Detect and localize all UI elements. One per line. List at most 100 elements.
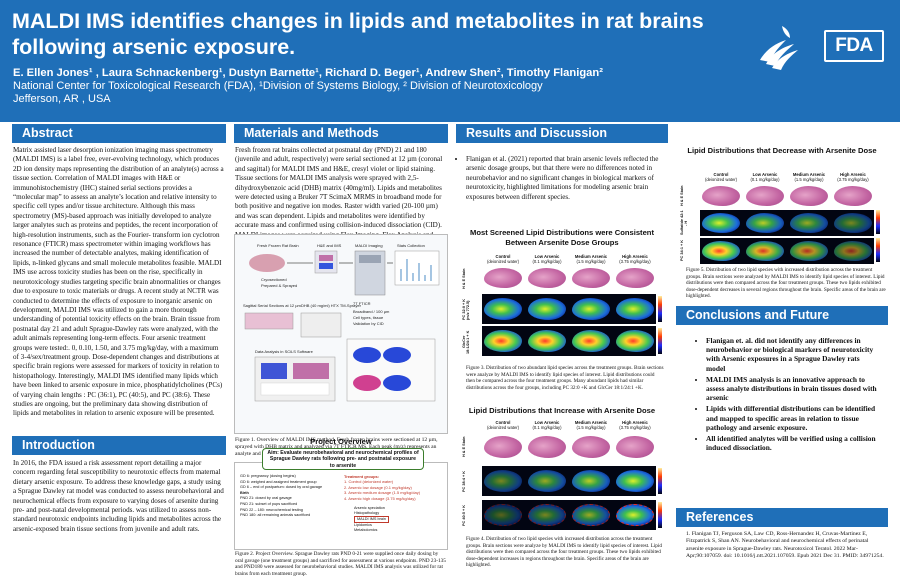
ion-brain-image — [834, 213, 872, 233]
ion-brain-image — [528, 298, 566, 320]
fda-logo: FDA — [824, 30, 884, 62]
fig1-label-6: Sagittal Serial Sections at 12 µm — [243, 303, 302, 308]
fig3-col-sub-0: (deionized water) — [486, 259, 520, 264]
ion-brain-image — [528, 330, 566, 352]
affiliation: National Center for Toxicological Resear… — [13, 80, 543, 106]
fig5-row-1: Sulfatide 42:1 - H — [680, 210, 688, 236]
fig5-col-sub-0: (deionized water) — [704, 177, 738, 182]
group-item: 2. Arsenic low dosage (0.1 mg/kg/day) — [344, 484, 412, 490]
serial-sections-icon — [244, 312, 294, 330]
ion-brain-image — [702, 213, 740, 233]
timeline-item: PND 22 – 180: neurochemical testing — [240, 507, 303, 512]
figure-3-caption: Figure 3. Distribution of two abundant l… — [466, 365, 664, 391]
group-item: 1. Control (deionized water) — [344, 479, 394, 485]
fig4-col-2: Medium Arsenic — [574, 420, 608, 425]
timeline-item: PND 180: all remaining animals sacrifice… — [240, 513, 311, 518]
fig3-row-0: H & E Stain — [462, 268, 466, 290]
fig4-col-1: Low Arsenic — [534, 420, 560, 425]
he-brain-image — [484, 436, 522, 458]
fig2-timeline: GD 6: pregnancy (dosing begins) GD 6: we… — [240, 474, 340, 519]
conclusion-item: Flanigan et. al. did not identify any di… — [706, 336, 878, 373]
fig5-col-2: Medium Arsenic — [792, 172, 826, 177]
ion-brain-image — [702, 241, 740, 261]
fig5-row-2: PC 34:1 + K — [680, 240, 684, 262]
timeline-item: Birth — [240, 490, 249, 495]
ion-brain-image — [834, 241, 872, 261]
results-heading: Results and Discussion — [456, 124, 668, 143]
conclusions-list: Flanigan et. al. did not identify any di… — [706, 336, 878, 454]
he-brain-image — [484, 268, 522, 288]
ion-brain-image — [616, 504, 654, 526]
fig3-col-1: Low Arsenic — [534, 254, 560, 259]
fig1-label-7: DHB (40 mg/ml) HTX TM-Sprayer — [301, 303, 362, 308]
fig5-col-sub-2: (1.5 mg/kg/day) — [794, 177, 824, 182]
abstract-heading: Abstract — [12, 124, 226, 143]
ion-brain-image — [572, 298, 610, 320]
affiliation-line-1: National Center for Toxicological Resear… — [13, 80, 543, 92]
group-item: 3. Arsenic medium dosage (1.5 mg/kg/day) — [344, 490, 421, 496]
fig1-label-11: Cell types, tissue — [353, 315, 384, 320]
frozen-brain-icon — [249, 254, 285, 272]
fig2-aim: Aim: Evaluate neurobehavioral and neuroc… — [267, 450, 419, 469]
ion-brain-image — [746, 213, 784, 233]
colorbar — [658, 502, 662, 528]
fig1-label-9: 7T FTICR — [353, 301, 371, 306]
group-item: 4. Arsenic high dosage (3.75 mg/kg/day) — [344, 495, 416, 501]
fig5-row-0: H & E Stain — [680, 185, 684, 207]
fig3-title: Most Screened Lipid Distributions were C… — [470, 228, 654, 247]
workflow-diagram: Fresh Frozen Rat Brain H&E and IMS MALDI… — [243, 243, 440, 402]
fig3-row-1: PC 32:0 + K (m/z 772.5) — [462, 299, 470, 321]
fig1-label-5: Prepared & Sprayed — [261, 283, 297, 288]
fig4-row-2: PC 40:5 + K — [462, 505, 466, 527]
fig1-label-8: Data Analysis in SCiLS Software — [255, 349, 314, 354]
fig5-col-3: High Arsenic — [840, 172, 866, 177]
ion-brain-image — [746, 241, 784, 261]
figure-4-caption: Figure 4. Distribution of two lipid spec… — [466, 536, 662, 569]
fig2-title: Project Overview — [310, 437, 372, 446]
colorbar — [876, 210, 880, 234]
fig4-col-sub-1: (0.1 mg/kg/day) — [532, 425, 562, 430]
fig5-col-sub-1: (0.1 mg/kg/day) — [750, 177, 780, 182]
references-heading: References — [676, 508, 888, 527]
conclusion-item: MALDI IMS analysis is an innovative appr… — [706, 375, 878, 403]
ion-brain-image — [572, 504, 610, 526]
endpoint-item: Arsenic speciation — [354, 506, 385, 510]
references-text: 1. Flanigan TJ, Ferguson SA, Law CD, Ros… — [686, 531, 884, 560]
ion-brain-image — [484, 298, 522, 320]
he-brain-image — [790, 186, 828, 206]
hhs-eagle-icon — [760, 26, 798, 70]
fig4-title: Lipid Distributions that Increase with A… — [468, 406, 656, 415]
endpoint-item-highlight: MALDI IMS brain — [354, 516, 389, 523]
timeline-item: PND 21: subset of pups sacrificed — [240, 501, 298, 506]
timeline-item: GD 6: weighed and assigned treatment gro… — [240, 479, 317, 484]
poster-header: MALDI IMS identifies changes in lipids a… — [0, 0, 900, 122]
fig4-row-0: H & E Stain — [462, 436, 466, 458]
colorbar — [658, 296, 662, 322]
fig3-col-2: Medium Arsenic — [574, 254, 608, 259]
fig3-row-2: GlcCer 18:1/24:1 + K — [462, 330, 470, 354]
fig1-label-1: H&E and IMS — [317, 243, 342, 248]
fig3-col-sub-3: (3.75 mg/kg/day) — [619, 259, 651, 264]
colorbar — [658, 468, 662, 494]
colorbar — [658, 328, 662, 354]
endpoint-item: Lipidomics — [354, 523, 372, 527]
ion-brain-image — [484, 330, 522, 352]
he-brain-image — [616, 268, 654, 288]
figure-2-caption: Figure 2. Project Overview. Sprague Dawl… — [235, 551, 446, 577]
ion-brain-image — [572, 330, 610, 352]
ion-brain-image — [528, 504, 566, 526]
ion-brain-image — [572, 470, 610, 492]
author-list: E. Ellen Jones¹ , Laura Schnackenberg¹, … — [13, 67, 603, 79]
fig5-title: Lipid Distributions that Decrease with A… — [687, 146, 877, 155]
ion-brain-image — [484, 504, 522, 526]
ion-brain-image — [790, 241, 828, 261]
ion-brain-image — [484, 470, 522, 492]
endpoint-item: Histopathology — [354, 511, 380, 515]
fig4-col-sub-3: (3.75 mg/kg/day) — [619, 425, 651, 430]
he-brain-image — [572, 268, 610, 288]
fig3-col-sub-2: (1.5 mg/kg/day) — [576, 259, 606, 264]
figure-3-panel: Control(deionized water) Low Arsenic(0.1… — [462, 254, 662, 358]
ion-brain-image — [616, 298, 654, 320]
fig2-aim-box: Aim: Evaluate neurobehavioral and neuroc… — [262, 448, 424, 470]
he-brain-image — [616, 436, 654, 458]
